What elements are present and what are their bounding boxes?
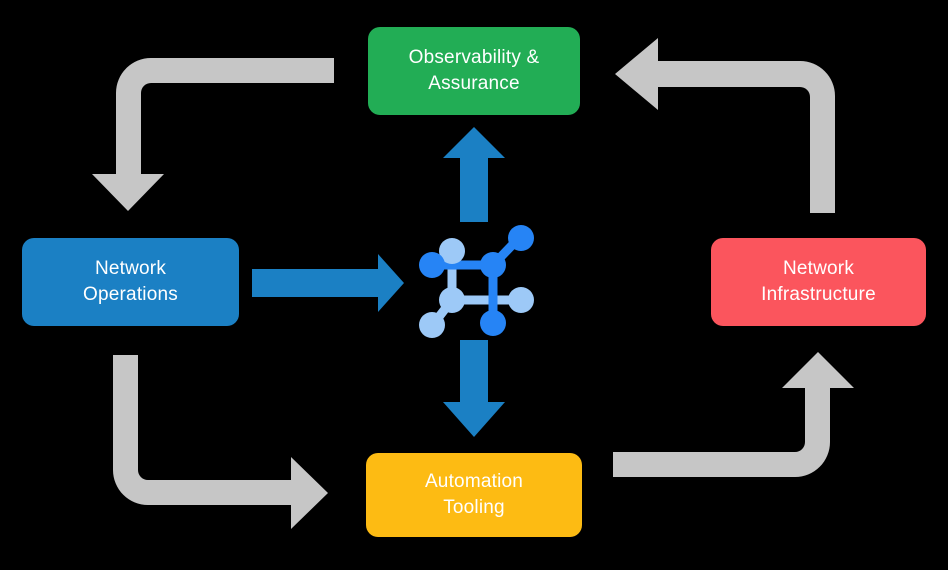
box-network-operations[interactable]: Network Operations: [22, 238, 239, 326]
box-network-infrastructure-label: Network Infrastructure: [761, 258, 876, 305]
box-observability-label: Observability & Assurance: [408, 47, 540, 94]
topology-node-right-light: [508, 287, 534, 313]
box-network-operations-label: Network Operations: [83, 258, 178, 305]
topology-node-bottom: [480, 310, 506, 336]
topology-node-bottom-left-light: [419, 312, 445, 338]
arrow-automation-to-infrastructure: [613, 352, 854, 477]
arrow-hub-to-automation: [443, 340, 505, 437]
arrow-operations-to-hub: [252, 254, 404, 312]
box-observability-assurance[interactable]: Observability & Assurance: [368, 27, 580, 115]
topology-nodes: [419, 225, 534, 338]
arrow-hub-to-observability: [443, 127, 505, 222]
box-automation-tooling-label: Automation Tooling: [424, 471, 524, 518]
topology-node-center-light: [439, 287, 465, 313]
arrow-operations-to-automation: [113, 355, 328, 529]
box-network-infrastructure[interactable]: Network Infrastructure: [711, 238, 926, 326]
arrow-infrastructure-to-observability: [615, 38, 835, 213]
topology-node-top-right: [508, 225, 534, 251]
arrow-observability-to-operations: [92, 58, 334, 211]
box-automation-tooling[interactable]: Automation Tooling: [366, 453, 582, 537]
topology-node-hub: [480, 252, 506, 278]
topology-node-left: [419, 252, 445, 278]
topology-node-top-light: [439, 238, 465, 264]
